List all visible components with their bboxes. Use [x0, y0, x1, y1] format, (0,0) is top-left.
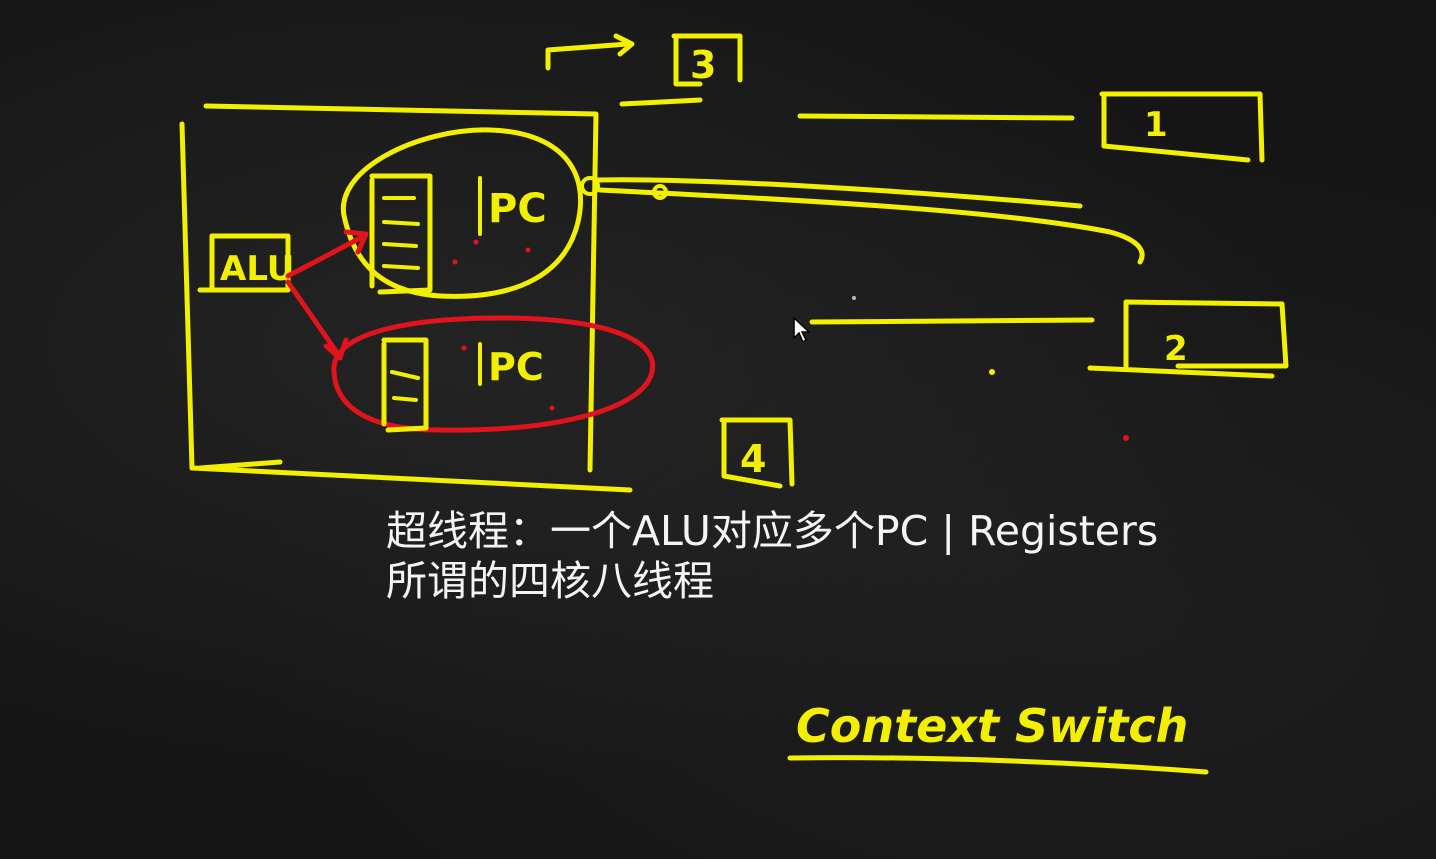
- thread-box-3: 3: [671, 33, 743, 87]
- pointer-dots: [452, 239, 1129, 441]
- thread-1-label: 1: [1144, 105, 1168, 145]
- thread-context-bottom: PC: [331, 315, 656, 433]
- alu-to-context-arrows: [285, 229, 369, 361]
- caption: 超线程：一个ALU对应多个PC | Registers 所谓的四核八线程: [386, 506, 1158, 606]
- registers-icon-bottom: [381, 337, 429, 433]
- thread-box-4: 4: [719, 417, 795, 489]
- caption-line-2: 所谓的四核八线程: [386, 557, 714, 605]
- mouse-cursor-icon: [793, 316, 811, 344]
- pc-label-bottom: PC: [488, 345, 544, 389]
- thread-box-2: 2: [1087, 299, 1289, 379]
- thread-context-top: PC: [340, 127, 584, 299]
- alu-box: ALU: [197, 233, 294, 293]
- thread-connectors: [545, 33, 1145, 325]
- registers-icon-top: [369, 173, 433, 295]
- thread-3-label: 3: [690, 43, 716, 87]
- thread-2-label: 2: [1164, 329, 1188, 369]
- alu-label: ALU: [220, 249, 294, 289]
- thread-box-1: 1: [1099, 91, 1265, 163]
- context-switch-label: Context Switch: [796, 699, 1188, 753]
- cpu-core-outline: [179, 103, 633, 493]
- context-switch-note: Context Switch: [787, 699, 1209, 775]
- caption-line-1: 超线程：一个ALU对应多个PC | Registers: [386, 507, 1159, 555]
- pc-label-top: PC: [488, 186, 547, 232]
- thread-4-label: 4: [740, 437, 766, 481]
